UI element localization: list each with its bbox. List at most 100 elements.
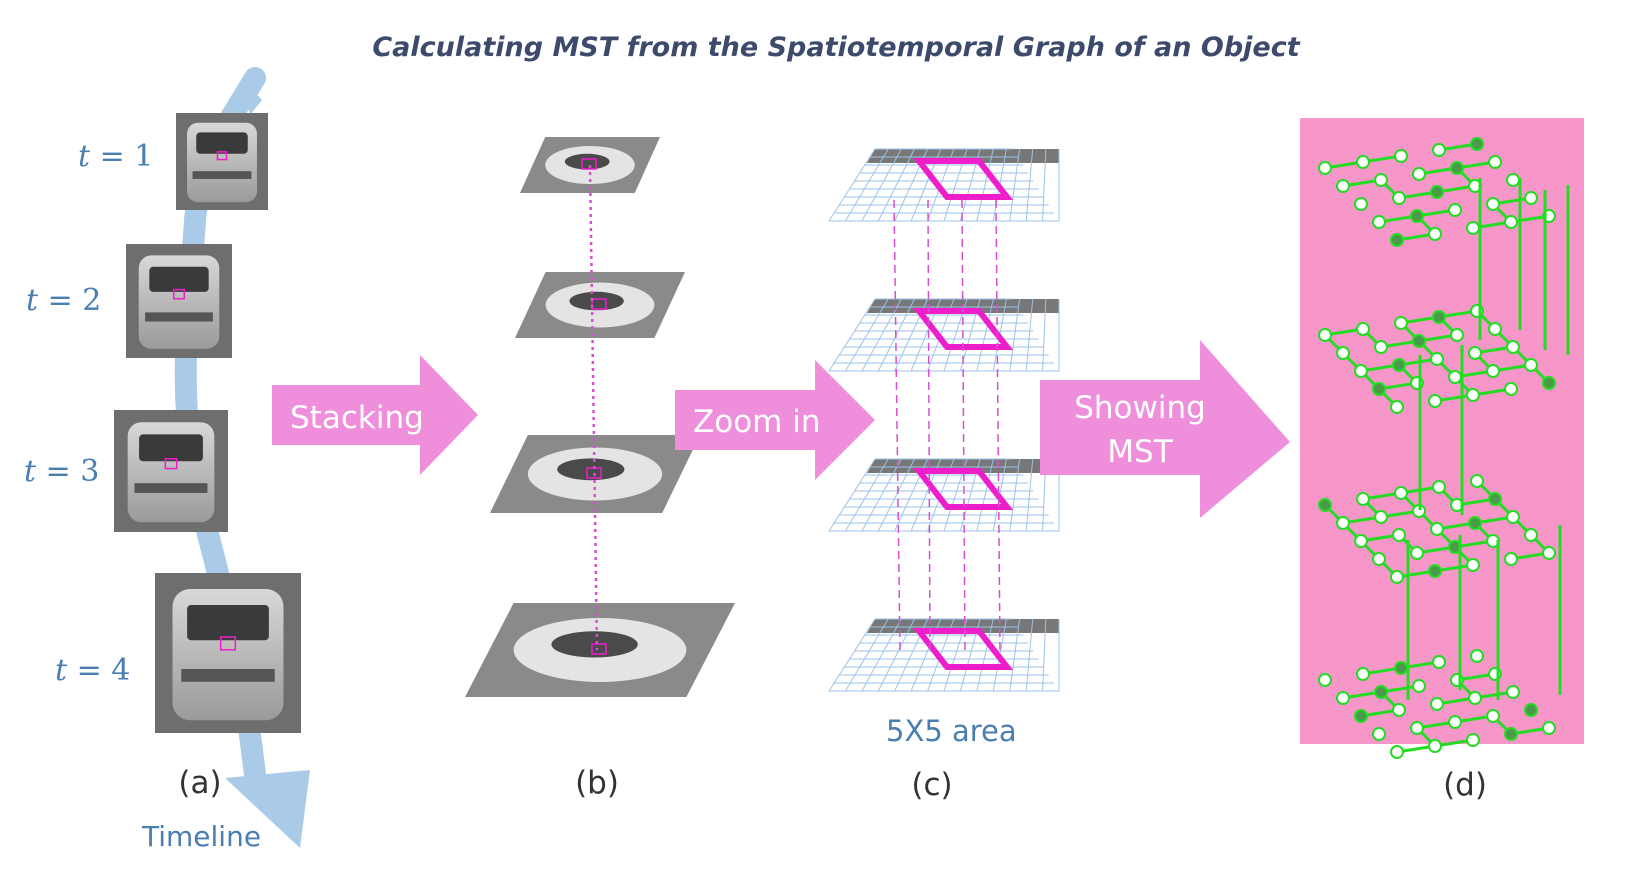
stack-axis-line bbox=[588, 164, 599, 651]
mst-node bbox=[1390, 745, 1404, 759]
mst-node bbox=[1430, 352, 1444, 366]
mst-node bbox=[1468, 691, 1482, 705]
mst-node bbox=[1372, 215, 1386, 229]
mst-node bbox=[1504, 727, 1518, 741]
mst-node bbox=[1374, 685, 1388, 699]
stacking-arrow: Stacking bbox=[272, 355, 478, 475]
highlight-box bbox=[912, 628, 1014, 670]
mst-node bbox=[1410, 721, 1424, 735]
mst-node bbox=[1390, 233, 1404, 247]
mst-node bbox=[1394, 149, 1408, 163]
mst-node bbox=[1428, 564, 1442, 578]
mst-node bbox=[1506, 173, 1520, 187]
mst-node bbox=[1524, 528, 1538, 542]
mst-node bbox=[1432, 310, 1446, 324]
mst-node bbox=[1470, 649, 1484, 663]
mst-node bbox=[1374, 340, 1388, 354]
mst-node bbox=[1392, 358, 1406, 372]
mst-node bbox=[1466, 558, 1480, 572]
mst-node bbox=[1428, 739, 1442, 753]
mst-node bbox=[1504, 382, 1518, 396]
mst-node bbox=[1354, 197, 1368, 211]
showing-label: Showing bbox=[1074, 390, 1206, 426]
mst-node bbox=[1390, 400, 1404, 414]
zoom-guide-line bbox=[893, 199, 901, 651]
mst-node bbox=[1542, 721, 1556, 735]
zoom-label: Zoom in bbox=[693, 404, 820, 440]
mst-node bbox=[1504, 552, 1518, 566]
mst-node bbox=[1318, 161, 1332, 175]
mst-node bbox=[1374, 173, 1388, 187]
zoom-arrow: Zoom in bbox=[675, 360, 875, 480]
mst-node bbox=[1542, 546, 1556, 560]
mst-node bbox=[1354, 534, 1368, 548]
mst-node bbox=[1466, 733, 1480, 747]
mst-node bbox=[1336, 691, 1350, 705]
mst-node bbox=[1524, 703, 1538, 717]
mst-node bbox=[1486, 197, 1500, 211]
mst-node bbox=[1506, 340, 1520, 354]
zoomed-grids bbox=[828, 148, 1060, 692]
figure-title: Calculating MST from the Spatiotemporal … bbox=[372, 32, 1300, 63]
mst-node bbox=[1354, 364, 1368, 378]
mst-node bbox=[1356, 492, 1370, 506]
mst-node bbox=[1524, 358, 1538, 372]
mst-node bbox=[1410, 209, 1424, 223]
mst-node bbox=[1318, 498, 1332, 512]
mst-node bbox=[1392, 703, 1406, 717]
mst-node bbox=[1504, 215, 1518, 229]
frame-image-1 bbox=[176, 113, 268, 210]
mst-node bbox=[1356, 667, 1370, 681]
grid-layer-3 bbox=[828, 458, 1060, 532]
frame-images bbox=[114, 113, 301, 733]
mst-node bbox=[1318, 328, 1332, 342]
mst-node bbox=[1470, 137, 1484, 151]
mst-node bbox=[1432, 655, 1446, 669]
mst-node bbox=[1450, 328, 1464, 342]
mst-node bbox=[1466, 221, 1480, 235]
mst-node bbox=[1428, 227, 1442, 241]
mst-node bbox=[1432, 480, 1446, 494]
grid-layer-1 bbox=[828, 148, 1060, 222]
panel-label-d: (d) bbox=[1443, 767, 1487, 803]
mst-node bbox=[1430, 185, 1444, 199]
mst-node bbox=[1506, 510, 1520, 524]
frame-image-4 bbox=[155, 573, 301, 733]
mst-label: MST bbox=[1107, 434, 1173, 470]
zoom-guide-line bbox=[927, 199, 931, 651]
panel-label-c: (c) bbox=[911, 767, 952, 803]
mst-node bbox=[1394, 486, 1408, 500]
stacked-frames bbox=[465, 137, 735, 697]
mst-node bbox=[1394, 661, 1408, 675]
zoom-guide-line bbox=[961, 199, 966, 651]
mst-node bbox=[1412, 167, 1426, 181]
mst-node bbox=[1524, 191, 1538, 205]
mst-node bbox=[1372, 382, 1386, 396]
time-label-2: t = 2 bbox=[26, 283, 101, 318]
frame-image-3 bbox=[114, 410, 228, 532]
timeline-label: Timeline bbox=[141, 820, 261, 853]
mst-node bbox=[1392, 528, 1406, 542]
mst-node bbox=[1488, 155, 1502, 169]
highlight-box bbox=[912, 468, 1014, 510]
mst-node bbox=[1374, 510, 1388, 524]
mst-node bbox=[1394, 316, 1408, 330]
mst-node bbox=[1430, 697, 1444, 711]
highlight-box bbox=[912, 158, 1014, 200]
mst-node bbox=[1412, 679, 1426, 693]
mst-node bbox=[1390, 570, 1404, 584]
mst-node bbox=[1450, 161, 1464, 175]
mst-node bbox=[1412, 334, 1426, 348]
mst-node bbox=[1486, 364, 1500, 378]
showing-mst-arrow: Showing MST bbox=[1040, 340, 1290, 518]
time-labels: t = 1 t = 2 t = 3 t = 4 bbox=[24, 139, 153, 688]
time-label-4: t = 4 bbox=[55, 653, 130, 688]
mst-background bbox=[1300, 118, 1584, 744]
mst-node bbox=[1470, 474, 1484, 488]
mst-node bbox=[1336, 346, 1350, 360]
time-label-1: t = 1 bbox=[78, 139, 153, 174]
stacked-frame-4 bbox=[465, 603, 735, 697]
mst-node bbox=[1392, 191, 1406, 205]
mst-node bbox=[1468, 346, 1482, 360]
